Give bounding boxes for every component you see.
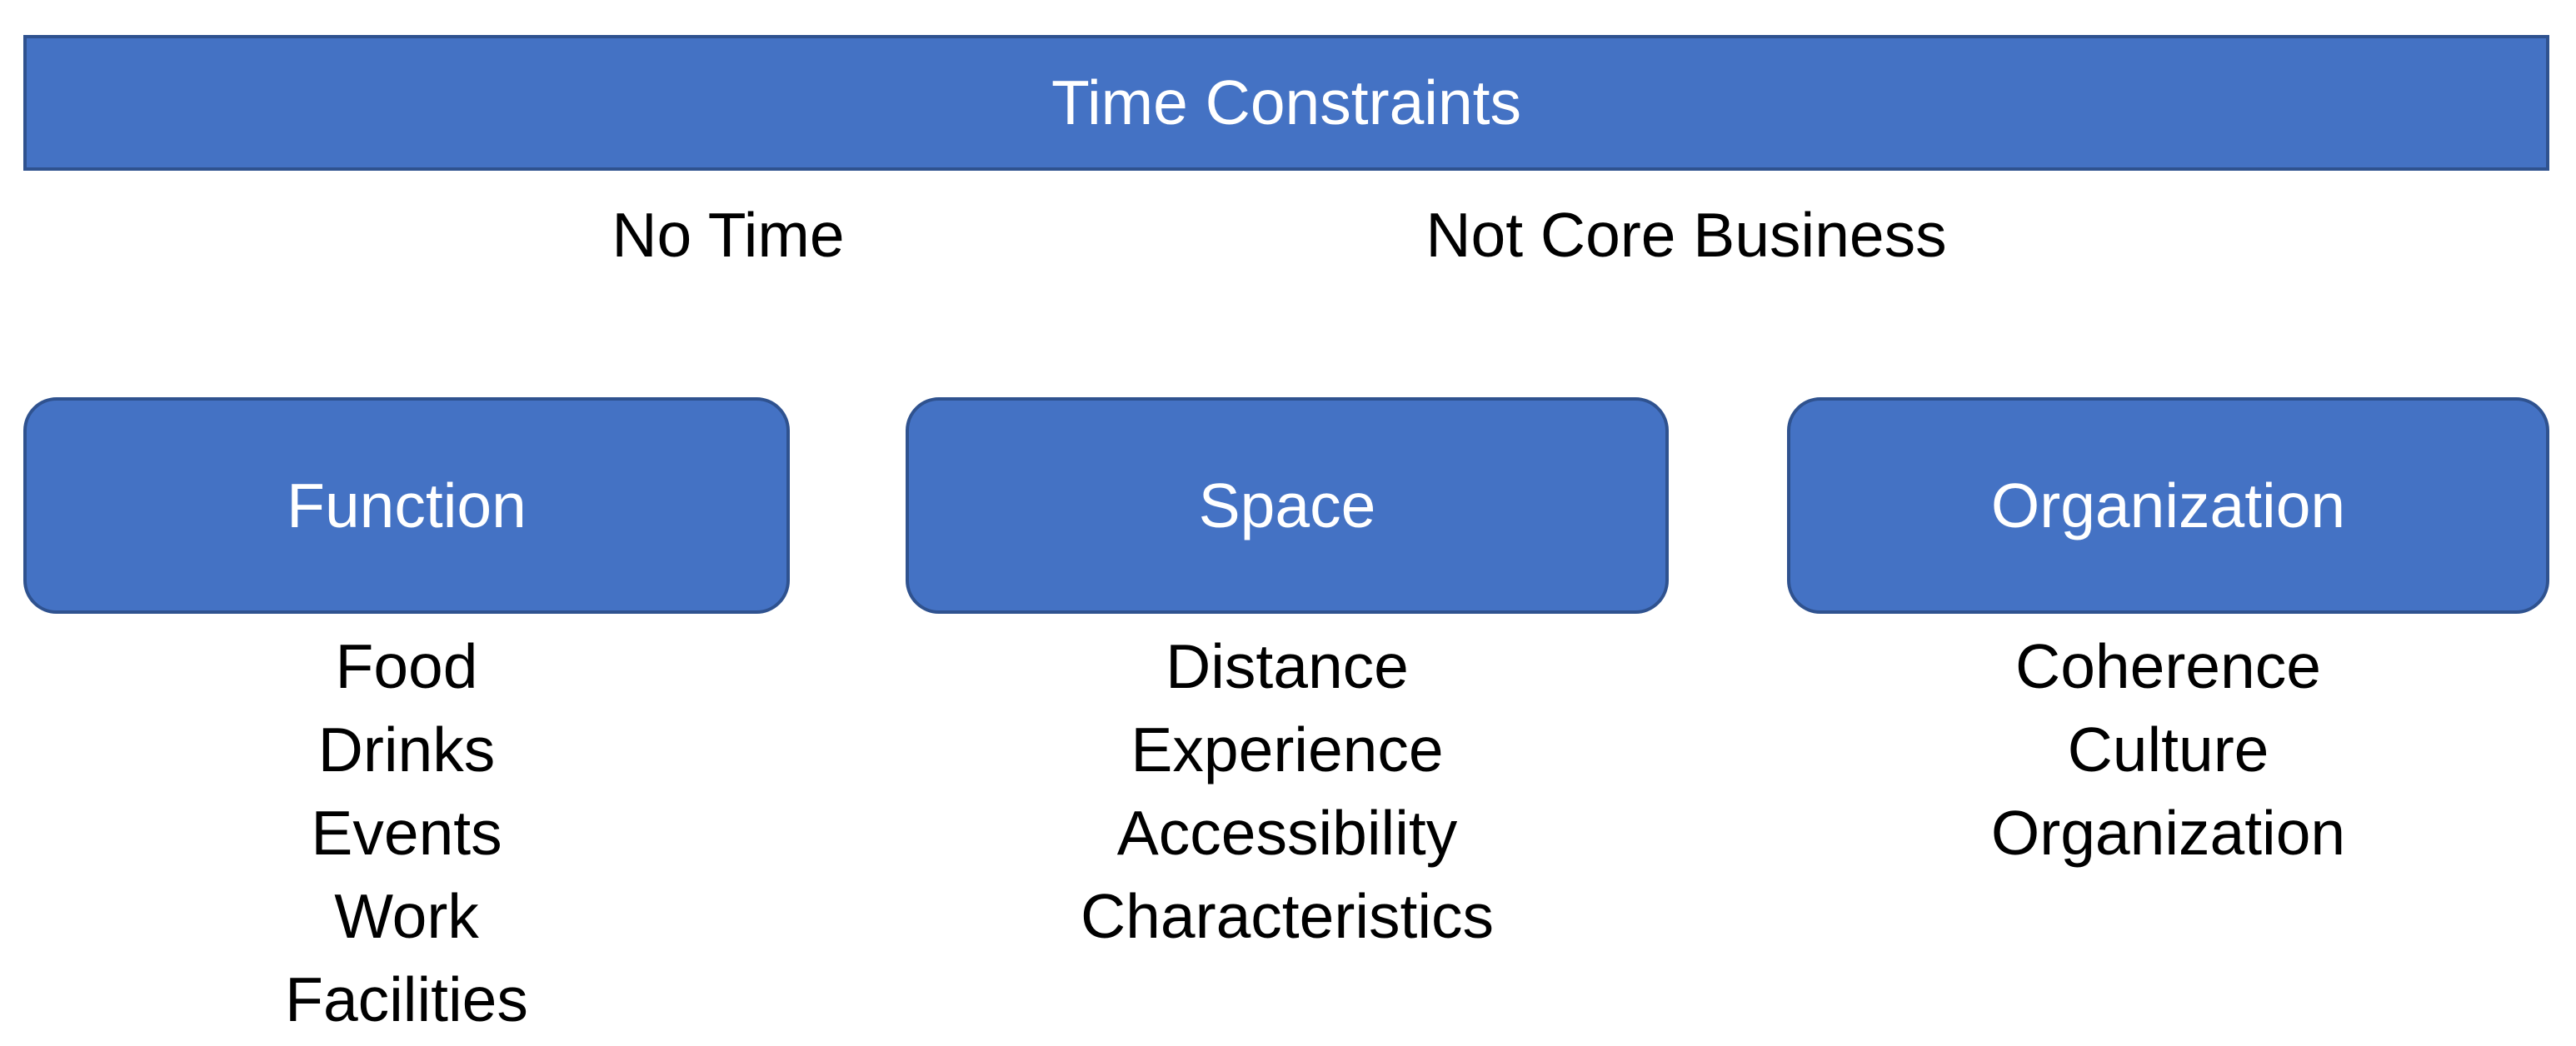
function-box: Function xyxy=(23,397,790,614)
label-no-time: No Time xyxy=(612,200,845,270)
space-box-label: Space xyxy=(1198,470,1376,540)
list-item: Experience xyxy=(1131,715,1444,784)
function-box-label: Function xyxy=(287,470,527,540)
list-item: Facilities xyxy=(285,964,528,1034)
label-not-core-business: Not Core Business xyxy=(1425,200,1947,270)
space-box: Space xyxy=(906,397,1669,614)
list-item: Characteristics xyxy=(1081,881,1494,951)
space-item-list: Distance Experience Accessibility Charac… xyxy=(906,625,1669,958)
organization-box-label: Organization xyxy=(1990,470,2346,540)
list-item: Organization xyxy=(1990,798,2346,868)
list-item: Coherence xyxy=(2015,631,2321,701)
list-item: Drinks xyxy=(317,715,496,784)
list-item: Events xyxy=(311,798,502,868)
organization-item-list: Coherence Culture Organization xyxy=(1787,625,2549,874)
function-item-list: Food Drinks Events Work Facilities xyxy=(23,625,790,1041)
list-item: Culture xyxy=(2067,715,2269,784)
list-item: Accessibility xyxy=(1116,798,1458,868)
time-constraints-bar: Time Constraints xyxy=(23,35,2549,171)
list-item: Work xyxy=(334,881,479,951)
list-item: Distance xyxy=(1166,631,1409,701)
list-item: Food xyxy=(335,631,478,701)
time-constraints-label: Time Constraints xyxy=(1051,67,1522,137)
organization-box: Organization xyxy=(1787,397,2549,614)
